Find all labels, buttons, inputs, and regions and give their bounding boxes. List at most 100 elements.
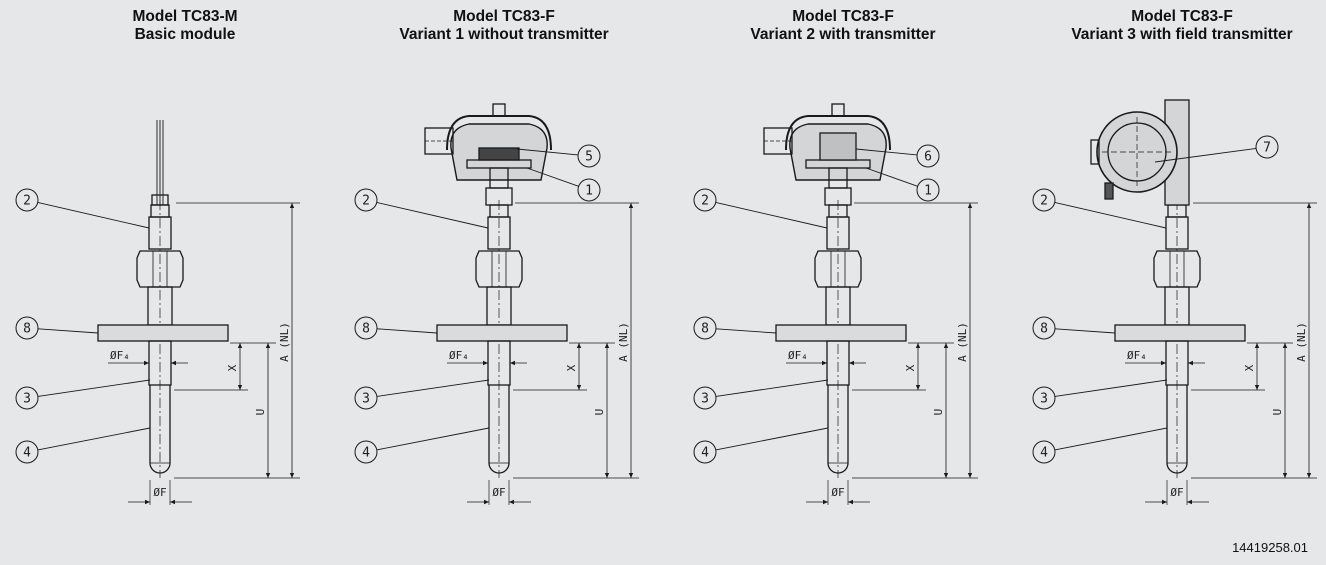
head-adapter: [824, 187, 852, 206]
dimension-arrow: [848, 499, 853, 505]
wire-seal: [151, 194, 169, 206]
callout-bubble: [1032, 316, 1056, 340]
dimension-arrow: [1282, 343, 1288, 348]
dimension-label-u: U: [593, 409, 606, 416]
callout-leader: [516, 148, 579, 156]
callout-number: 3: [362, 392, 370, 407]
dimension-label-f4: ØF₄: [788, 349, 808, 362]
dimension-arrow: [170, 499, 175, 505]
dimension-arrow: [289, 203, 295, 208]
callout-leader: [855, 148, 918, 156]
dimension-label-nl: A (NL): [278, 322, 291, 362]
thermowell-sheath: [1166, 385, 1188, 474]
callout-leader: [526, 167, 579, 187]
dimension-arrow: [510, 360, 515, 366]
panel-title-line1: Model TC83-F: [453, 8, 555, 25]
dimension-arrow: [967, 473, 973, 478]
flange: [775, 324, 907, 342]
callout-leader: [865, 167, 918, 187]
dimension-label-f4: ØF₄: [110, 349, 130, 362]
callout-leader: [715, 427, 829, 451]
callout-number: 1: [585, 184, 593, 199]
terminal-block: [478, 147, 520, 161]
dimension-arrow: [967, 203, 973, 208]
hex-nut: [136, 250, 184, 288]
dimension-arrow: [509, 499, 514, 505]
ground-screw: [1104, 182, 1114, 200]
callout-bubble: [1032, 188, 1056, 212]
dimension-label-f: ØF: [831, 486, 844, 499]
dimension-arrow: [484, 499, 489, 505]
dimension-label-x: X: [1243, 364, 1256, 371]
callout-leader: [715, 379, 829, 397]
dimension-label-u: U: [1271, 409, 1284, 416]
dimension-label-f: ØF: [1170, 486, 1183, 499]
neck-tube: [487, 216, 511, 250]
callout-bubble: [1032, 386, 1056, 410]
panel-title-line1: Model TC83-F: [1131, 8, 1233, 25]
dimension-arrow: [576, 343, 582, 348]
dimension-label-nl: A (NL): [617, 322, 630, 362]
hex-nut: [475, 250, 523, 288]
dimension-label-x: X: [565, 364, 578, 371]
dimension-arrow: [1254, 343, 1260, 348]
callout-number: 2: [23, 194, 31, 209]
callout-number: 1: [924, 184, 932, 199]
hex-nut: [814, 250, 862, 288]
dimension-arrow: [822, 360, 827, 366]
callout-bubble: [916, 178, 940, 202]
callout-bubble: [354, 316, 378, 340]
callout-number: 8: [362, 322, 370, 337]
thermowell-sheath: [488, 385, 510, 474]
callout-number: 8: [701, 322, 709, 337]
callout-bubble: [1255, 135, 1279, 159]
panel-title-line2: Variant 3 with field transmitter: [1071, 26, 1293, 43]
dimension-arrow: [237, 343, 243, 348]
callout-leader: [1054, 427, 1168, 451]
callout-number: 4: [23, 446, 31, 461]
callout-bubble: [15, 386, 39, 410]
callout-bubble: [354, 386, 378, 410]
callout-number: 8: [23, 322, 31, 337]
callout-number: 5: [585, 150, 593, 165]
panel-title-line2: Basic module: [134, 26, 236, 43]
dimension-arrow: [1162, 499, 1167, 505]
thermowell-sheath: [827, 385, 849, 474]
side-boss: [1090, 139, 1100, 165]
dimension-arrow: [1161, 360, 1166, 366]
hex-nut: [1153, 250, 1201, 288]
dimension-arrow: [237, 385, 243, 390]
dimension-arrow: [943, 343, 949, 348]
callout-number: 4: [362, 446, 370, 461]
callout-leader: [715, 328, 777, 334]
callout-leader: [1054, 379, 1168, 397]
dimension-arrow: [265, 343, 271, 348]
callout-leader: [37, 379, 151, 397]
callout-number: 4: [1040, 446, 1048, 461]
callout-number: 2: [1040, 194, 1048, 209]
dimension-arrow: [1187, 499, 1192, 505]
thermowell-sheath: [149, 385, 171, 474]
callout-leader: [1054, 328, 1116, 334]
callout-bubble: [693, 386, 717, 410]
panel-title-tc83f-v3: Model TC83-F Variant 3 with field transm…: [1032, 8, 1326, 44]
callout-leader: [715, 202, 828, 229]
callout-bubble: [354, 188, 378, 212]
dimension-arrow: [1254, 385, 1260, 390]
callout-bubble: [354, 440, 378, 464]
neck-tube: [1165, 216, 1189, 250]
callout-number: 6: [924, 150, 932, 165]
dimension-arrow: [289, 473, 295, 478]
dimension-arrow: [628, 203, 634, 208]
callout-number: 4: [701, 446, 709, 461]
dimension-arrow: [849, 360, 854, 366]
callout-number: 3: [23, 392, 31, 407]
dimension-label-f4: ØF₄: [1127, 349, 1147, 362]
callout-number: 2: [701, 194, 709, 209]
flange: [1114, 324, 1246, 342]
panel-title-line1: Model TC83-F: [792, 8, 894, 25]
callout-leader: [1154, 148, 1257, 163]
